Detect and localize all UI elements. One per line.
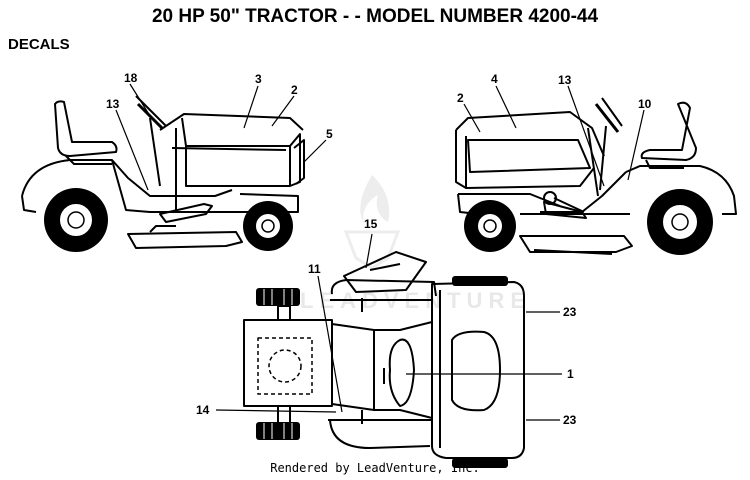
right-view-rear-wheel: [647, 189, 713, 255]
section-heading: DECALS: [8, 36, 70, 53]
top-view-wheels: [256, 276, 508, 468]
diagram-title: 20 HP 50" TRACTOR - - MODEL NUMBER 4200-…: [151, 6, 599, 27]
callout-15: 15: [364, 217, 378, 231]
leader-lines: [115, 83, 645, 421]
callout-5: 5: [326, 127, 333, 141]
callout-1: 1: [567, 367, 574, 381]
decal-marks: [361, 298, 385, 424]
callout-18: 18: [124, 71, 138, 85]
callout-23-top: 23: [563, 305, 577, 319]
right-view-front-wheel: [464, 200, 516, 252]
callout-2-right: 2: [457, 91, 464, 105]
top-view-wheel-treads: [263, 289, 293, 439]
tractor-right-side-view: [455, 97, 737, 255]
left-view-front-wheel: [243, 201, 293, 251]
callout-4: 4: [491, 72, 498, 86]
callout-10: 10: [638, 97, 652, 111]
callout-3: 3: [255, 72, 262, 86]
callout-11: 11: [308, 262, 321, 276]
render-credit: Rendered by LeadVenture, Inc.: [270, 461, 480, 475]
callout-13-right: 13: [558, 73, 572, 87]
callout-14: 14: [196, 403, 210, 417]
callout-23-bottom: 23: [563, 413, 577, 427]
left-view-rear-wheel: [44, 188, 108, 252]
callout-2-left: 2: [291, 83, 298, 97]
callout-13-left: 13: [106, 97, 120, 111]
